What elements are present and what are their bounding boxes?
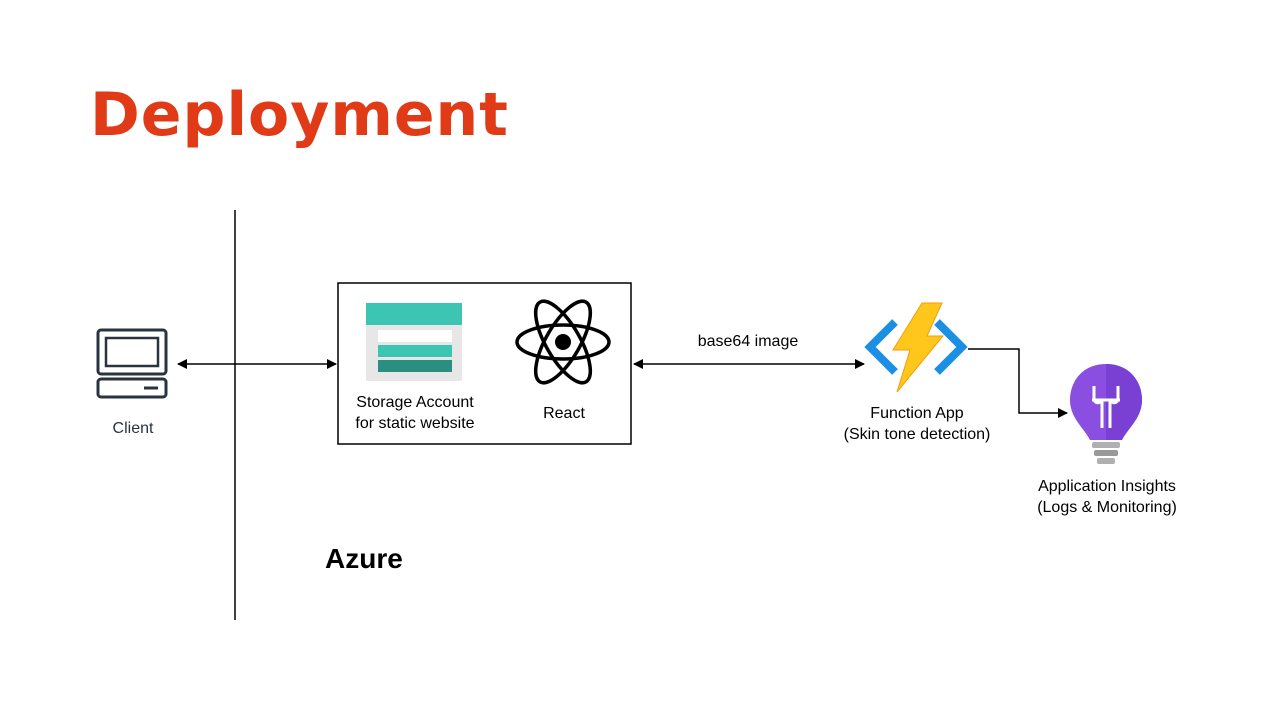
function-app-label-line2: (Skin tone detection) — [843, 426, 991, 443]
app-insights-label: Application Insights (Logs & Monitoring) — [1016, 476, 1198, 518]
azure-zone-label: Azure — [325, 543, 403, 574]
storage-account-label-line1: Storage Account — [356, 394, 474, 411]
function-app-icon — [864, 302, 968, 393]
computer-icon — [96, 328, 168, 399]
storage-account-label: Storage Account for static website — [340, 392, 490, 434]
function-app-label-line1: Function App — [870, 405, 964, 422]
app-insights-label-line1: Application Insights — [1038, 478, 1176, 495]
application-insights-icon — [1070, 364, 1142, 464]
connection-label: base64 image — [697, 333, 799, 350]
react-label: React — [543, 405, 585, 422]
app-insights-label-line2: (Logs & Monitoring) — [1037, 499, 1177, 516]
react-icon — [515, 299, 611, 385]
page-title: Deployment — [90, 80, 509, 150]
client-label: Client — [112, 420, 154, 437]
function-to-insights-arrow — [968, 348, 1068, 418]
static-site-box — [337, 282, 632, 445]
function-app-label: Function App (Skin tone detection) — [826, 403, 1008, 445]
storage-account-icon — [366, 303, 462, 381]
storage-account-label-line2: for static website — [355, 415, 475, 432]
